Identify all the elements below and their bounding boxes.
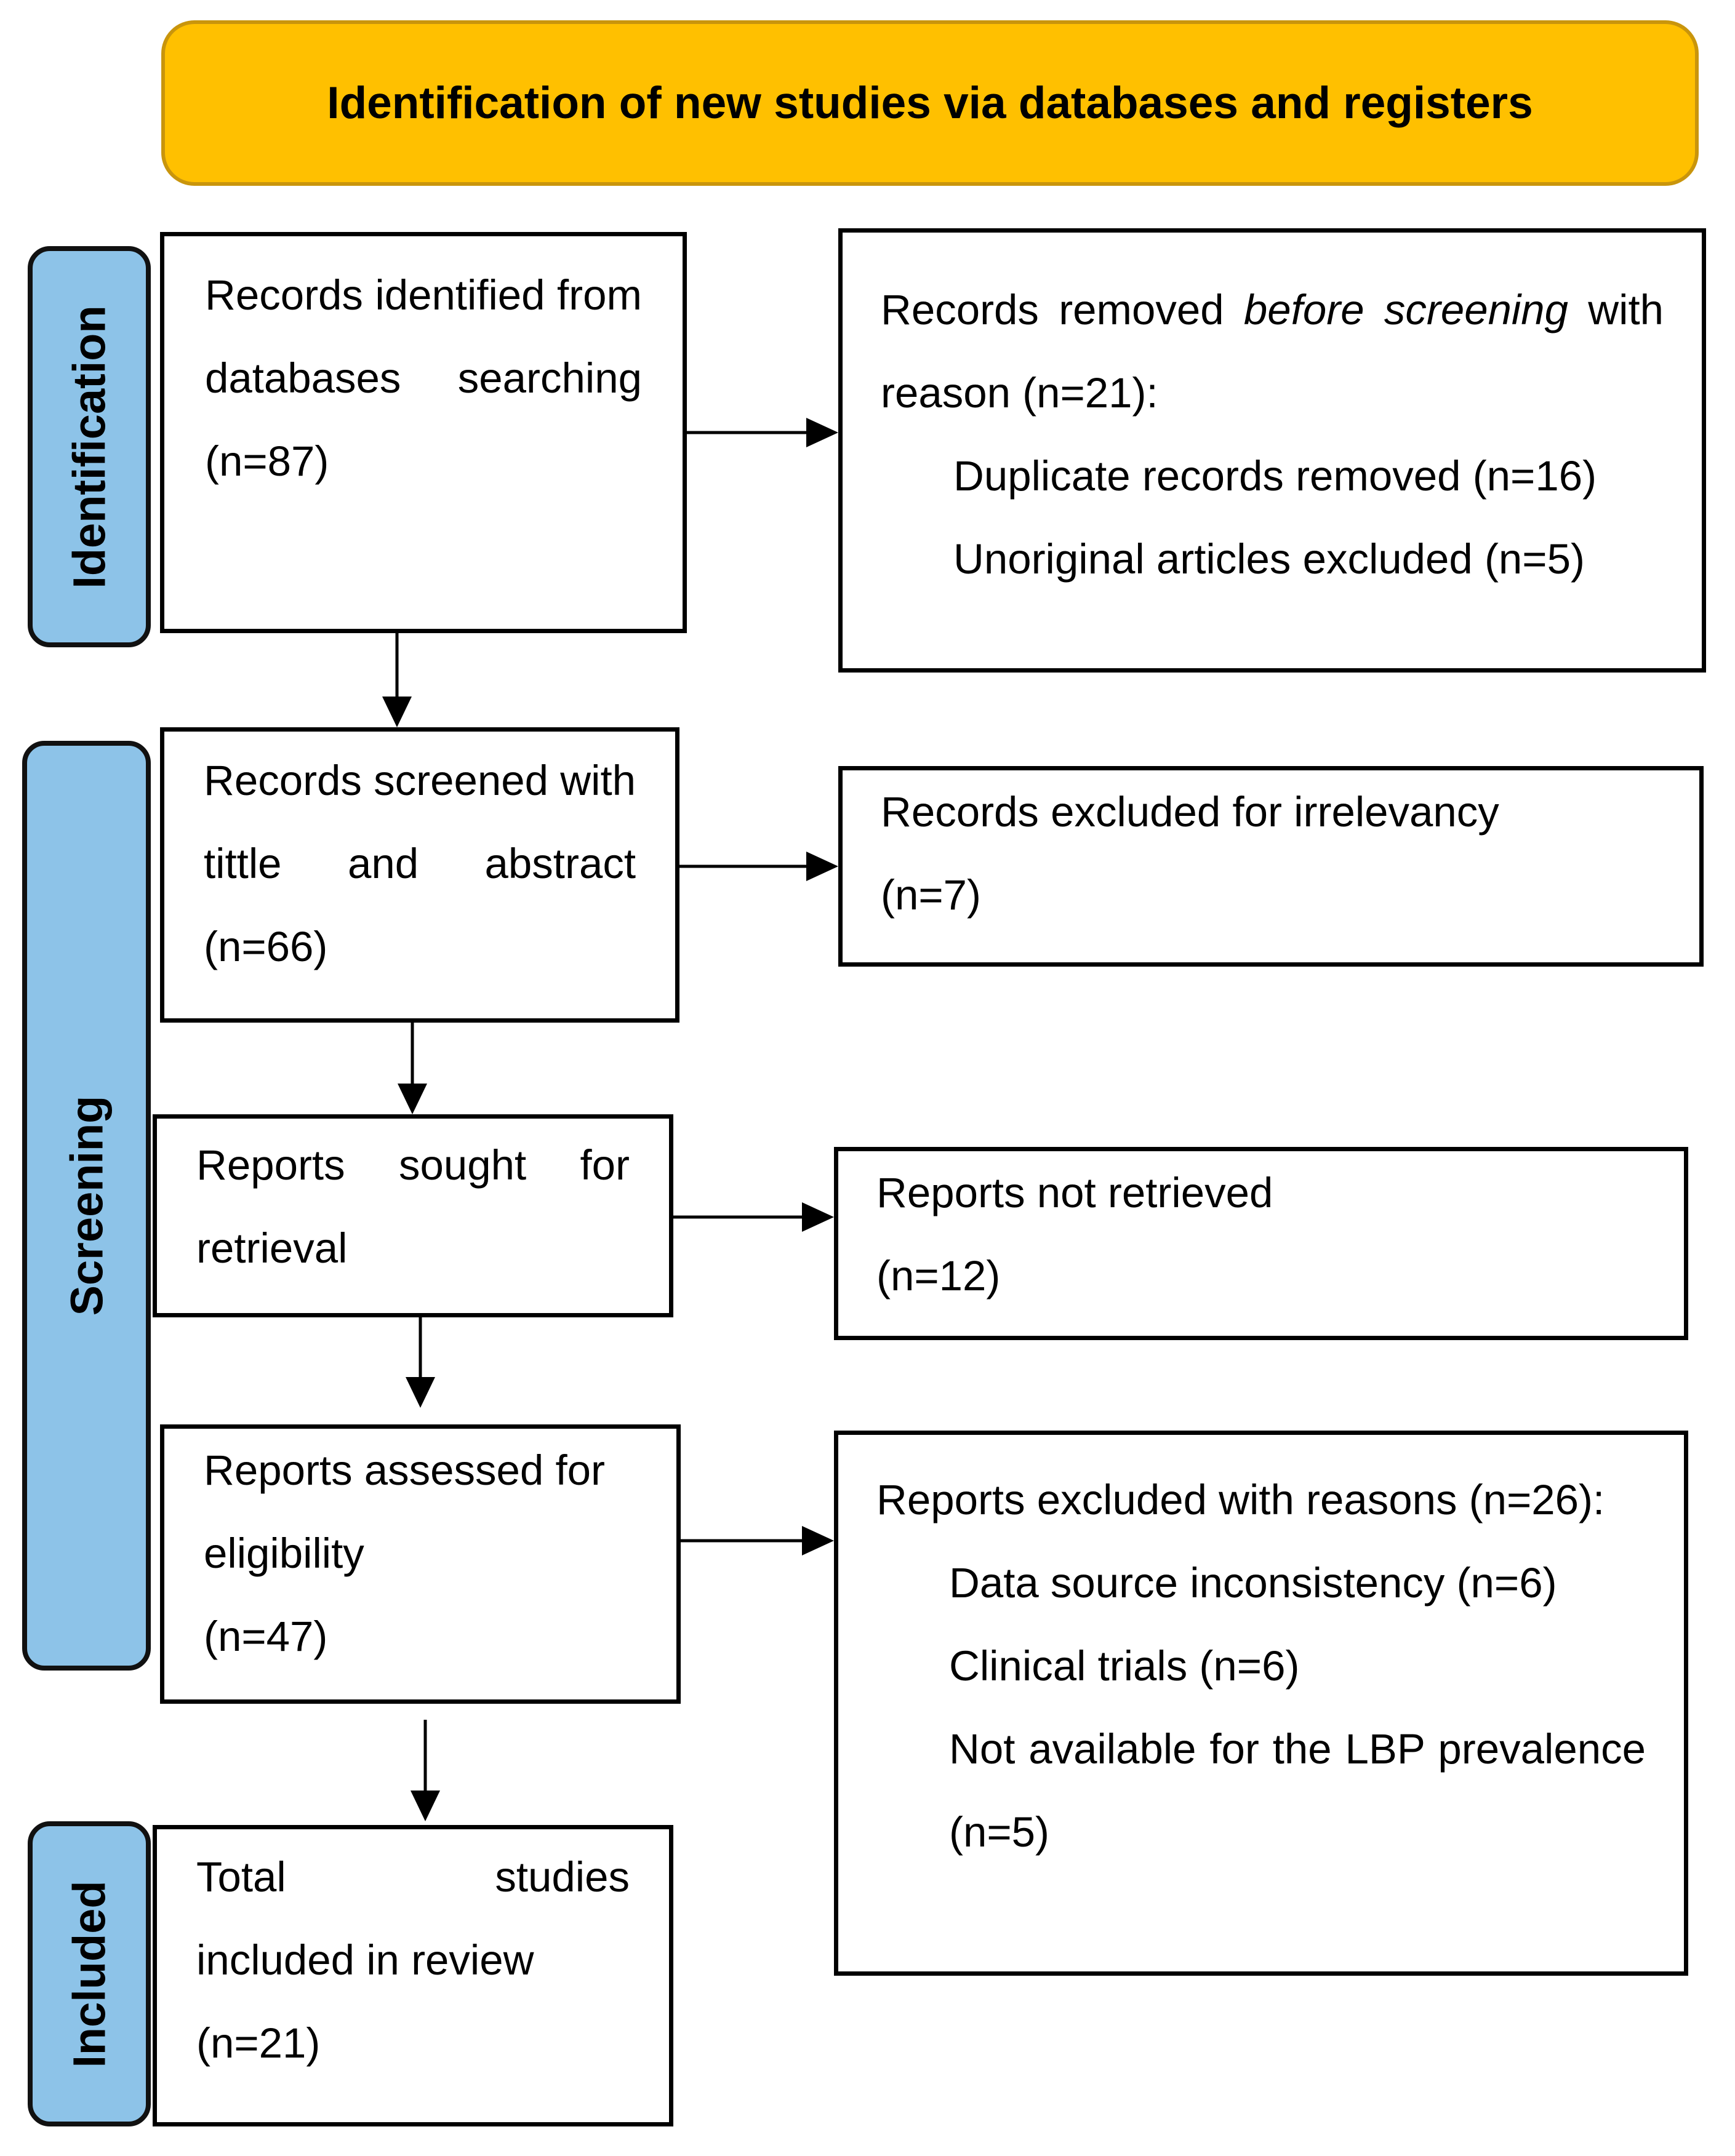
reports-not-retrieved-label: Reports not retrieved xyxy=(876,1169,1273,1216)
removed-item-unoriginal: Unoriginal articles excluded (n=5) xyxy=(953,535,1585,583)
removed-emphasis: before screening xyxy=(1243,286,1569,333)
arrowhead-identified-to-removed xyxy=(806,418,838,447)
records-excluded-box: Records excluded for irrelevancy (n=7) xyxy=(838,766,1704,967)
records-identified-box: Records identified from databases search… xyxy=(160,232,687,633)
arrowhead-sought-to-assessed xyxy=(406,1377,435,1408)
records-screened-text: Records screened with tittle and abstrac… xyxy=(204,757,636,970)
header-banner: Identification of new studies via databa… xyxy=(161,20,1699,186)
arrowhead-assessed-to-included xyxy=(411,1791,440,1821)
total-included-count: (n=21) xyxy=(196,2019,321,2067)
reports-excluded-item-data-source: Data source inconsistency (n=6) xyxy=(949,1559,1557,1607)
total-included-box: Total studies included in review (n=21) xyxy=(153,1825,673,2126)
arrowhead-identified-to-screened xyxy=(382,697,412,727)
records-excluded-count: (n=7) xyxy=(881,871,981,919)
reports-excluded-intro: Reports excluded with reasons (n=26): xyxy=(876,1476,1605,1523)
reports-excluded-item-lbp: Not available for the LBP prevalence (n=… xyxy=(949,1725,1646,1856)
header-title: Identification of new studies via databa… xyxy=(327,78,1533,128)
reports-excluded-item-clinical-trials: Clinical trials (n=6) xyxy=(949,1642,1300,1690)
records-identified-text: Records identified from databases search… xyxy=(205,271,642,485)
arrowhead-screened-to-excluded xyxy=(806,852,838,881)
reports-sought-text: Reports sought for retrieval xyxy=(196,1141,630,1272)
reports-not-retrieved-box: Reports not retrieved (n=12) xyxy=(834,1147,1688,1340)
removed-before-screening-box: Records removed before screening with re… xyxy=(838,228,1706,673)
reports-not-retrieved-count: (n=12) xyxy=(876,1252,1001,1300)
removed-prefix: Records removed xyxy=(881,286,1244,333)
total-included-line2: included in review xyxy=(196,1936,534,1984)
arrowhead-sought-to-not-retrieved xyxy=(802,1202,834,1232)
arrowhead-screened-to-sought xyxy=(398,1084,427,1114)
reports-sought-box: Reports sought for retrieval xyxy=(153,1114,673,1317)
reports-excluded-box: Reports excluded with reasons (n=26): Da… xyxy=(834,1431,1688,1976)
stage-included: Included xyxy=(28,1821,151,2126)
records-screened-box: Records screened with tittle and abstrac… xyxy=(160,727,679,1023)
reports-assessed-count: (n=47) xyxy=(204,1613,328,1660)
total-included-line1: Total studies xyxy=(196,1853,630,1901)
removed-item-duplicates: Duplicate records removed (n=16) xyxy=(953,452,1597,500)
arrowhead-assessed-to-excluded xyxy=(802,1526,834,1555)
removed-before-screening-intro: Records removed before screening with re… xyxy=(881,268,1664,434)
reports-assessed-box: Reports assessed for eligibility (n=47) xyxy=(160,1424,681,1704)
reports-assessed-line1: Reports assessed for xyxy=(204,1447,605,1494)
stage-identification: Identification xyxy=(28,246,151,647)
records-excluded-reason: Records excluded for irrelevancy xyxy=(881,788,1499,836)
stage-screening: Screening xyxy=(22,741,151,1671)
removed-suffix: with reason (n=21): xyxy=(881,286,1664,417)
reports-assessed-line2: eligibility xyxy=(204,1530,364,1577)
